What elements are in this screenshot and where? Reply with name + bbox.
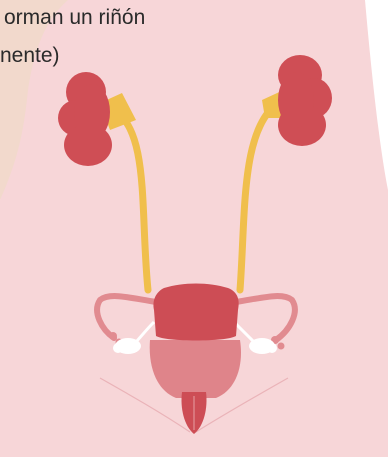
caption-line-1: orman un riñón [4, 2, 145, 34]
caption-line-2: nente) [0, 40, 60, 72]
uterus [153, 284, 238, 341]
cervix [150, 340, 241, 398]
